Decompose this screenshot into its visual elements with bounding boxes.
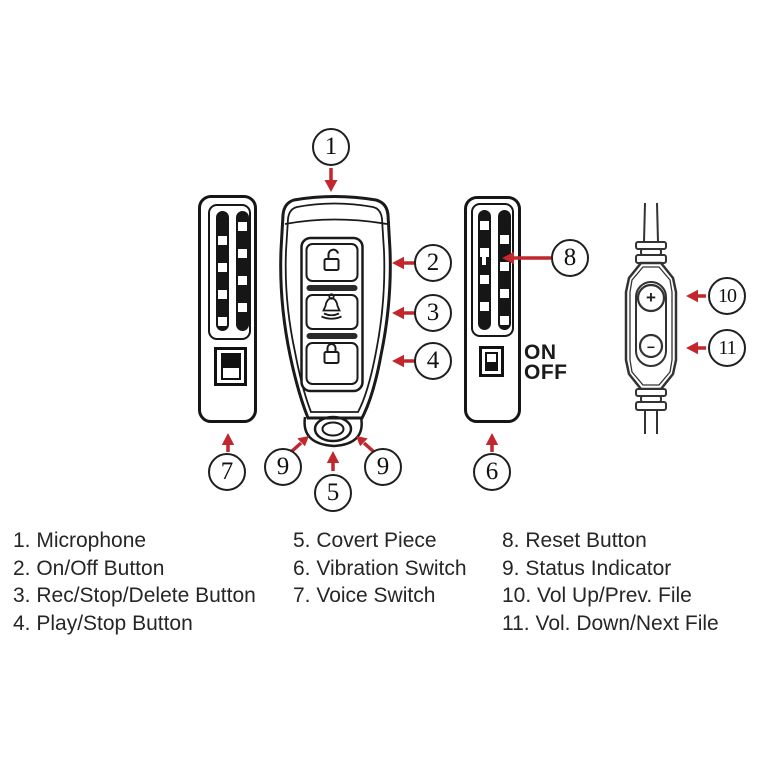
legend-column-3: 8. Reset Button 9. Status Indicator 10. … — [502, 527, 719, 637]
vibration-switch-slider — [485, 352, 498, 371]
button-separator-bottom — [306, 333, 358, 339]
legend-item-rec-stop-delete: 3. Rec/Stop/Delete Button — [13, 584, 256, 607]
legend-item-vibration-switch: 6. Vibration Switch — [293, 556, 467, 580]
callout-1: 1 — [312, 128, 350, 166]
vibration-switch — [479, 346, 504, 377]
strain-relief-bottom — [635, 388, 667, 411]
legend-item-vol-down: 11. Vol. Down/Next File — [502, 611, 719, 635]
volume-up-button — [636, 283, 666, 313]
reset-button-hole — [482, 252, 486, 265]
callout-9-right: 9 — [364, 448, 402, 486]
callout-2: 2 — [414, 244, 452, 282]
volume-down-button — [638, 333, 664, 359]
speaker-grille-slot-right — [498, 210, 511, 330]
legend-item-status-indicator: 9. Status Indicator — [502, 556, 672, 580]
legend-item-reset-button: 8. Reset Button — [502, 529, 647, 552]
plus-icon: + — [646, 288, 656, 307]
voice-switch-slider — [221, 353, 241, 380]
fob-outer-outline — [279, 195, 392, 420]
callout-8: 8 — [551, 239, 589, 277]
unlock-icon — [323, 248, 340, 271]
fob-button-panel — [300, 236, 364, 393]
callout-7: 7 — [208, 453, 246, 491]
legend-item-microphone: 1. Microphone — [13, 529, 147, 552]
lock-icon — [323, 343, 340, 364]
legend-item-vol-up: 10. Vol Up/Prev. File — [502, 584, 692, 607]
remote-button-slot — [635, 281, 667, 367]
legend-column-1: 1. Microphone 2. On/Off Button 3. Rec/St… — [13, 527, 256, 637]
microphone-grille-slot-right — [236, 211, 249, 331]
voice-switch — [214, 347, 247, 386]
legend-item-on-off-button: 2. On/Off Button — [13, 556, 165, 580]
legend-item-play-stop: 4. Play/Stop Button — [13, 611, 193, 635]
key-fob-front-view — [279, 195, 392, 448]
keyring-hole-inner — [321, 421, 345, 437]
callout-10: 10 — [708, 277, 746, 315]
play-stop-button — [305, 342, 359, 385]
cable-top — [643, 202, 646, 243]
callout-11: 11 — [708, 329, 746, 367]
bell-icon — [321, 293, 342, 320]
covert-piece-outline — [303, 416, 363, 448]
callout-5: 5 — [314, 474, 352, 512]
legend-item-covert-piece: 5. Covert Piece — [293, 529, 437, 552]
keyring-hole-outer — [313, 415, 353, 443]
minus-icon: − — [646, 339, 656, 355]
callout-3: 3 — [414, 294, 452, 332]
off-label: OFF — [524, 361, 568, 384]
legend-column-2: 5. Covert Piece 6. Vibration Switch 7. V… — [293, 527, 467, 610]
legend-item-voice-switch: 7. Voice Switch — [293, 584, 436, 607]
inline-cable-remote — [624, 202, 678, 434]
callout-4: 4 — [414, 342, 452, 380]
button-separator-top — [306, 285, 358, 291]
on-label: ON — [524, 341, 557, 364]
fob-inner-outline — [284, 202, 386, 413]
fob-top-cap-line — [284, 218, 388, 225]
remote-body-inner-line — [629, 266, 673, 386]
speaker-grille-slot-left — [478, 210, 491, 330]
callout-9-left: 9 — [264, 448, 302, 486]
on-off-button — [305, 243, 359, 282]
microphone-grille-slot-left — [216, 211, 229, 331]
callout-6: 6 — [473, 453, 511, 491]
strain-relief-top — [635, 241, 667, 264]
